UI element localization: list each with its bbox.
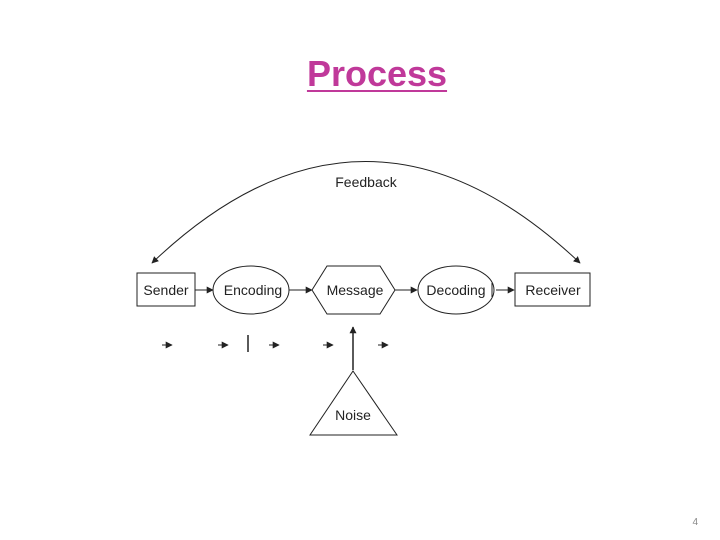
receiver-label: Receiver (525, 282, 581, 298)
feedback-label: Feedback (335, 174, 397, 190)
decoding-label: Decoding (426, 282, 485, 298)
message-label: Message (327, 282, 384, 298)
encoding-label: Encoding (224, 282, 282, 298)
decoding-ellipse (417, 265, 495, 315)
sender-label: Sender (143, 282, 188, 298)
noise-triangle (309, 370, 398, 436)
feedback-arc (151, 161, 581, 264)
message-hexagon (311, 265, 396, 315)
slide-title: Process (306, 53, 448, 94)
page-number: 4 (692, 517, 698, 528)
noise-label: Noise (335, 407, 371, 423)
sender-box (136, 272, 196, 307)
receiver-box (514, 272, 591, 307)
